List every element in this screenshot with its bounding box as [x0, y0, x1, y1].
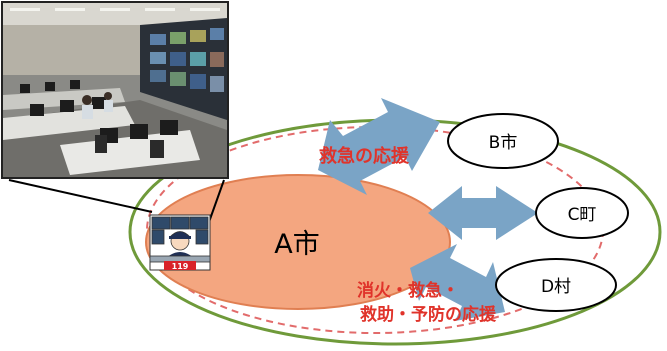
node-c-ellipse [535, 187, 629, 239]
node-b-label: B市 [489, 133, 518, 153]
arrow-a-to-c [428, 186, 538, 240]
node-b-ellipse [447, 113, 559, 169]
node-c-label: C町 [568, 205, 597, 225]
arrow-a-to-b [318, 98, 440, 195]
multi-support-label-line2: 救助・予防の応援 [360, 304, 497, 325]
node-d-ellipse [495, 258, 617, 312]
city-a-label: A市 [274, 229, 319, 260]
ambulance-support-label: 救急の応援 [319, 145, 410, 167]
sign-119 [164, 261, 196, 270]
node-d: D村 [495, 258, 617, 312]
support-arrows [318, 98, 538, 321]
node-b: B市 [447, 113, 559, 169]
city-a-ellipse [145, 174, 451, 310]
arrow-a-to-d [410, 244, 505, 321]
connector-line-left [8, 179, 153, 213]
node-d-label: D村 [541, 277, 571, 297]
control-room-photo [1, 1, 229, 179]
connector-line-right [208, 179, 225, 223]
multi-support-label-line1: 消火・救急・ [357, 280, 459, 301]
sign-119-label: 119 [172, 262, 189, 271]
node-c: C町 [535, 187, 629, 239]
dispatcher-119-icon: 119 [149, 214, 211, 271]
